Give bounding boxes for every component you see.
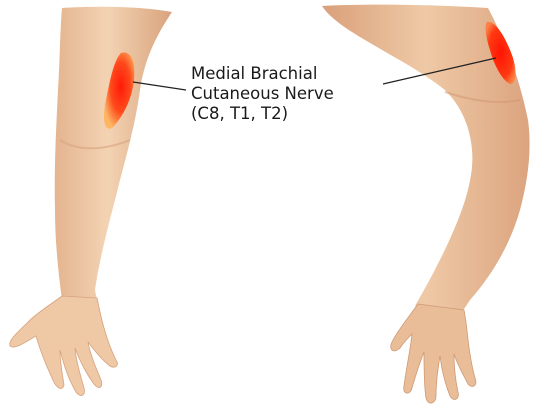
left-arm <box>10 7 172 396</box>
nerve-label-line-1: Medial Brachial <box>191 64 317 84</box>
right-hand <box>391 304 476 403</box>
left-hand <box>10 296 118 395</box>
right-arm <box>322 5 530 403</box>
left-arm-limb <box>55 7 172 302</box>
nerve-label-line-2: Cutaneous Nerve <box>191 84 334 104</box>
nerve-label-line-3: (C8, T1, T2) <box>191 104 288 124</box>
leader-line-left <box>133 82 186 90</box>
